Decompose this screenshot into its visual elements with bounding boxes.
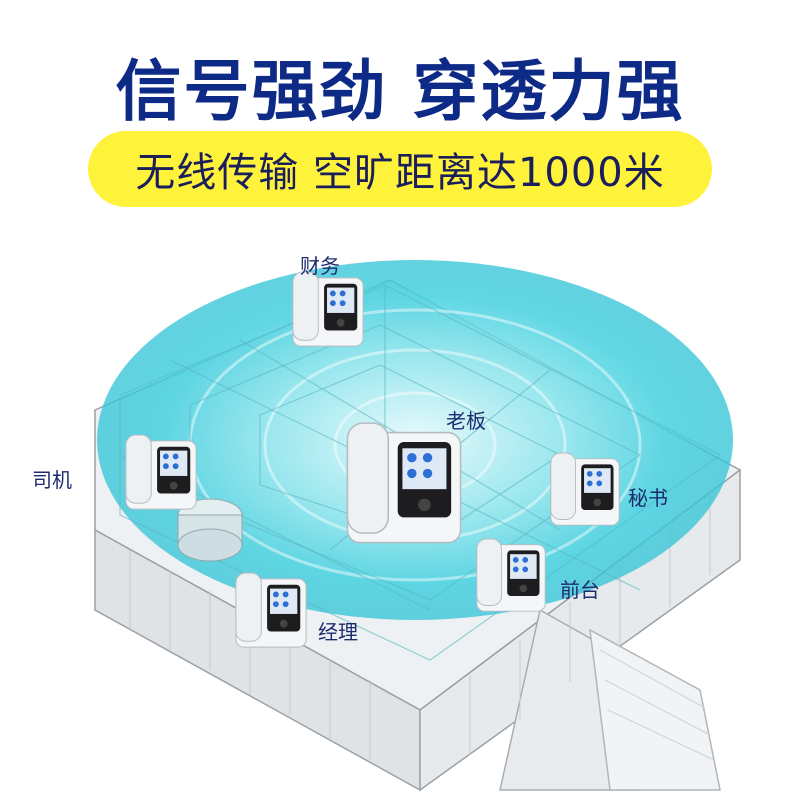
intercom-phone-icon[interactable] (232, 571, 310, 653)
station-label-secretary: 秘书 (628, 486, 668, 510)
building-scene: 财务 司机 老板 秘书 前台 经理 (0, 230, 800, 800)
station-label-manager: 经理 (318, 620, 358, 644)
subheadline-banner: 无线传输 空旷距离达1000米 (88, 131, 712, 207)
intercom-phone-icon[interactable] (122, 433, 200, 515)
station-label-reception: 前台 (560, 578, 600, 602)
intercom-phone-icon[interactable] (289, 270, 367, 352)
intercom-phone-icon[interactable] (547, 451, 623, 531)
intercom-phone-icon[interactable] (340, 420, 468, 552)
intercom-phone-icon[interactable] (473, 537, 549, 617)
headline: 信号强劲 穿透力强 (115, 53, 685, 130)
subheadline: 无线传输 空旷距离达1000米 (135, 150, 665, 196)
station-label-finance: 财务 (300, 254, 340, 278)
station-label-driver: 司机 (32, 468, 72, 492)
station-label-boss: 老板 (446, 409, 486, 433)
